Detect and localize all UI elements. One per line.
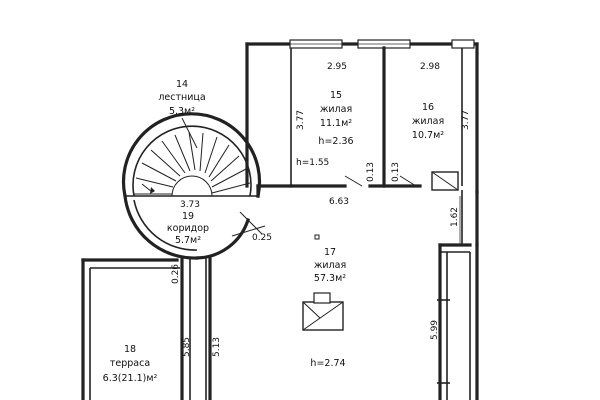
room-label-terrace: 18 терраса 6.3(21.1)м² — [103, 344, 158, 384]
dim-right-height: 3.77 — [461, 110, 471, 130]
svg-text:терраса: терраса — [110, 358, 150, 369]
room-label-living17: 17 жилая 57.3м² h=2.74 — [310, 247, 346, 369]
svg-text:15: 15 — [330, 90, 342, 101]
dim-wall-b: 0.13 — [391, 162, 401, 182]
window — [451, 39, 475, 49]
svg-text:жилая: жилая — [412, 116, 444, 127]
svg-text:коридор: коридор — [167, 223, 209, 234]
svg-text:6.3(21.1)м²: 6.3(21.1)м² — [103, 373, 158, 384]
dim-ceiling-h: h=1.55 — [296, 158, 329, 168]
svg-text:жилая: жилая — [320, 104, 352, 115]
svg-text:10.7м²: 10.7м² — [412, 130, 444, 141]
dim-top-right: 2.98 — [420, 62, 440, 72]
svg-text:жилая: жилая — [314, 260, 346, 271]
room-label-living16: 16 жилая 10.7м² — [412, 102, 444, 141]
dim-right-segment: 1.62 — [450, 207, 460, 227]
dim-corridor-width: 3.73 — [180, 200, 200, 210]
dim-corridor-wall: 0.25 — [252, 233, 272, 243]
dim-top-left: 2.95 — [327, 62, 347, 72]
dim-column-b: 5.13 — [212, 337, 222, 357]
svg-text:11.1м²: 11.1м² — [320, 118, 352, 129]
room-label-stairs: 14 лестница 5.3м² — [158, 79, 205, 117]
dim-span-17: 6.63 — [329, 197, 349, 207]
svg-text:17: 17 — [324, 247, 336, 258]
svg-text:h=2.36: h=2.36 — [318, 136, 353, 147]
room-label-corridor: 19 коридор 5.7м² — [167, 211, 209, 246]
corridor-walls — [123, 184, 293, 260]
dim-column-a: 5.85 — [182, 337, 192, 357]
marker — [314, 234, 320, 240]
svg-text:16: 16 — [422, 102, 434, 113]
svg-text:5.7м²: 5.7м² — [175, 235, 201, 246]
svg-text:14: 14 — [176, 79, 188, 90]
stair-treads — [134, 131, 251, 195]
svg-text:5.3м²: 5.3м² — [169, 106, 195, 117]
svg-text:19: 19 — [182, 211, 194, 222]
chimney — [302, 292, 344, 331]
living17-walls — [437, 190, 479, 400]
dim-right-long: 5.99 — [430, 320, 440, 340]
dim-terrace-wall: 0.26 — [171, 264, 181, 284]
room-label-living15: 15 жилая 11.1м² h=2.36 — [318, 90, 353, 147]
dim-left-height: 3.77 — [296, 110, 306, 130]
svg-text:57.3м²: 57.3м² — [314, 273, 346, 284]
svg-text:18: 18 — [124, 344, 136, 355]
terrace-walls — [81, 256, 212, 400]
dim-wall-a: 0.13 — [366, 162, 376, 182]
upper-rooms-walls — [245, 39, 479, 194]
svg-text:h=2.74: h=2.74 — [310, 358, 345, 369]
svg-text:лестница: лестница — [158, 92, 205, 103]
staircase — [121, 112, 262, 198]
vent-box — [431, 171, 459, 191]
